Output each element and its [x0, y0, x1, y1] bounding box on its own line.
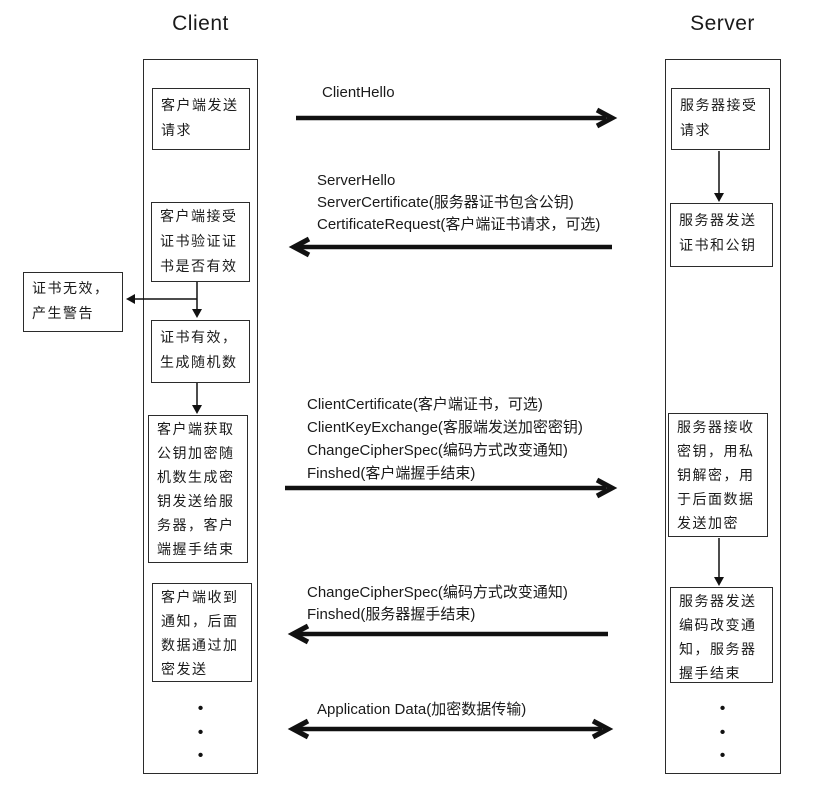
client-ellipsis-dots: • • •	[197, 700, 204, 764]
message-line: CertificateRequest(客户端证书请求，可选)	[317, 216, 601, 233]
message-label-clienthello: ClientHello	[322, 82, 395, 104]
cert-invalid-warning-box: 证书无效，产生警告	[23, 272, 123, 332]
message-line: ServerHello	[317, 172, 396, 189]
client-step-cert-valid: 证书有效，生成随机数	[151, 320, 250, 383]
message-label-changecipherspec: ChangeCipherSpec(编码方式改变通知) Finshed(服务器握手…	[307, 582, 568, 626]
message-label-applicationdata: Application Data(加密数据传输)	[317, 699, 526, 721]
message-line: ClientCertificate(客户端证书，可选)	[307, 396, 543, 413]
client-title: Client	[172, 12, 229, 35]
message-line: ClientHello	[322, 84, 395, 101]
arrowhead-left-icon	[288, 236, 311, 258]
server-step-send-cert: 服务器发送证书和公钥	[670, 203, 773, 267]
server-step-decrypt-key: 服务器接收密钥，用私钥解密，用于后面数据发送加密	[668, 413, 768, 537]
client-step-verify-cert: 客户端接受证书验证证书是否有效	[151, 202, 250, 282]
arrowhead-right-icon	[595, 107, 618, 129]
arrowhead-right-icon	[595, 477, 618, 499]
message-line: ChangeCipherSpec(编码方式改变通知)	[307, 442, 568, 459]
arrowhead-left-icon	[126, 294, 135, 304]
client-step-receive-notice: 客户端收到通知，后面数据通过加密发送	[152, 583, 252, 682]
message-label-clientcertificate: ClientCertificate(客户端证书，可选) ClientKeyExc…	[307, 393, 583, 485]
server-title: Server	[690, 12, 755, 35]
server-ellipsis-dots: • • •	[719, 700, 726, 764]
client-step-encrypt-key: 客户端获取公钥加密随机数生成密钥发送给服务器，客户端握手结束	[148, 415, 248, 563]
message-label-serverhello: ServerHello ServerCertificate(服务器证书包含公钥)…	[317, 170, 600, 236]
server-step-send-changecipher: 服务器发送编码改变通知，服务器握手结束	[670, 587, 773, 683]
message-line: ClientKeyExchange(客服端发送加密密钥)	[307, 419, 583, 436]
arrowhead-right-icon	[591, 718, 614, 740]
message-line: ServerCertificate(服务器证书包含公钥)	[317, 194, 574, 211]
message-line: Application Data(加密数据传输)	[317, 701, 527, 718]
message-line: ChangeCipherSpec(编码方式改变通知)	[307, 584, 568, 601]
arrowhead-left-icon	[287, 718, 310, 740]
message-line: Finshed(客户端握手结束)	[307, 465, 476, 482]
message-line: Finshed(服务器握手结束)	[307, 606, 476, 623]
arrowhead-left-icon	[287, 623, 310, 645]
client-step-send-request: 客户端发送请求	[152, 88, 250, 150]
server-step-accept-request: 服务器接受请求	[671, 88, 770, 150]
